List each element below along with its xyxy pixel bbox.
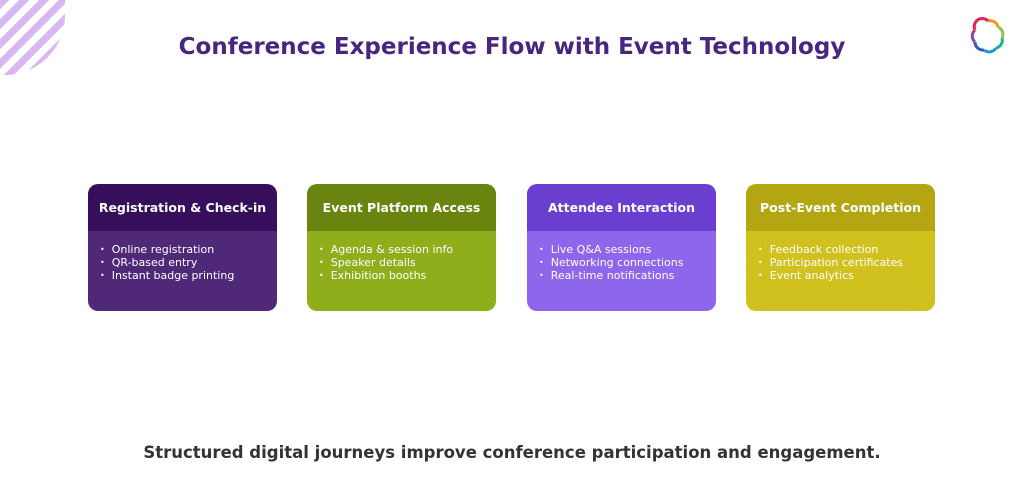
list-item: Agenda & session info [319, 243, 496, 256]
list-item: QR-based entry [100, 256, 277, 269]
step-card-list: Agenda & session infoSpeaker detailsExhi… [307, 231, 496, 311]
step-card-title: Attendee Interaction [527, 184, 716, 231]
step-card-title: Post-Event Completion [746, 184, 935, 231]
step-card: Post-Event CompletionFeedback collection… [746, 184, 935, 311]
step-card-list: Live Q&A sessionsNetworking connectionsR… [527, 231, 716, 311]
page-title: Conference Experience Flow with Event Te… [178, 34, 846, 60]
step-card-list: Feedback collectionParticipation certifi… [746, 231, 935, 311]
step-card-title: Registration & Check-in [88, 184, 277, 231]
list-item: Networking connections [539, 256, 716, 269]
list-item: Instant badge printing [100, 269, 277, 282]
community-logo-icon [970, 17, 1005, 54]
step-card: Attendee InteractionLive Q&A sessionsNet… [527, 184, 716, 311]
list-item: Feedback collection [758, 243, 935, 256]
list-item: Online registration [100, 243, 277, 256]
step-card: Event Platform AccessAgenda & session in… [307, 184, 496, 311]
list-item: Exhibition booths [319, 269, 496, 282]
list-item: Participation certificates [758, 256, 935, 269]
step-card-title: Event Platform Access [307, 184, 496, 231]
list-item: Speaker details [319, 256, 496, 269]
list-item: Live Q&A sessions [539, 243, 716, 256]
footer-caption: Structured digital journeys improve conf… [143, 443, 881, 462]
list-item: Event analytics [758, 269, 935, 282]
list-item: Real-time notifications [539, 269, 716, 282]
step-card: Registration & Check-inOnline registrati… [88, 184, 277, 311]
step-card-list: Online registrationQR-based entryInstant… [88, 231, 277, 311]
